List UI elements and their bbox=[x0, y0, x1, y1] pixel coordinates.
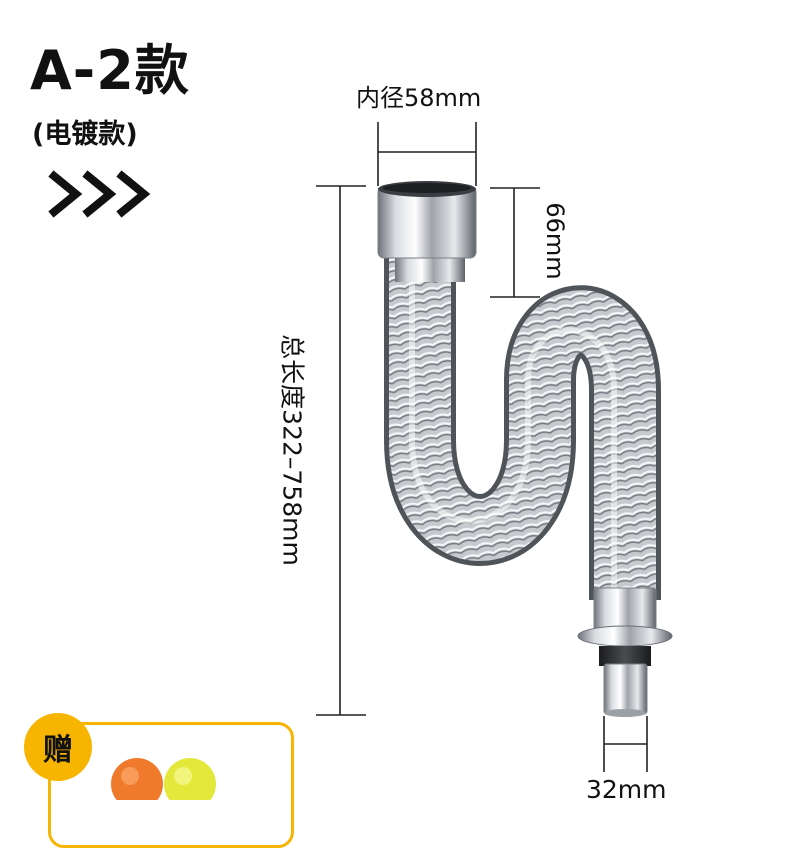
total-length-label: 总长度322–758mm bbox=[277, 334, 307, 566]
chevron-arrows-icon bbox=[48, 170, 151, 218]
outlet-diameter-label: 32mm bbox=[586, 775, 667, 804]
chevron-right-icon bbox=[82, 170, 117, 218]
corrugated-hose bbox=[384, 258, 661, 600]
model-title: A-2款 bbox=[30, 39, 190, 102]
finish-label: (电镀款) bbox=[32, 119, 138, 150]
fitting-height-label: 66mm bbox=[541, 202, 569, 280]
chevron-right-icon bbox=[48, 170, 83, 218]
inner-diameter-label: 内径58mm bbox=[356, 84, 482, 112]
top-fitting bbox=[377, 181, 477, 282]
gift-balls-front bbox=[111, 758, 216, 800]
gift-badge: 赠 bbox=[24, 713, 92, 781]
product-illustration bbox=[111, 122, 673, 800]
outlet-fitting bbox=[577, 587, 673, 717]
chevron-right-icon bbox=[116, 170, 151, 218]
dimension-lines bbox=[316, 122, 648, 772]
